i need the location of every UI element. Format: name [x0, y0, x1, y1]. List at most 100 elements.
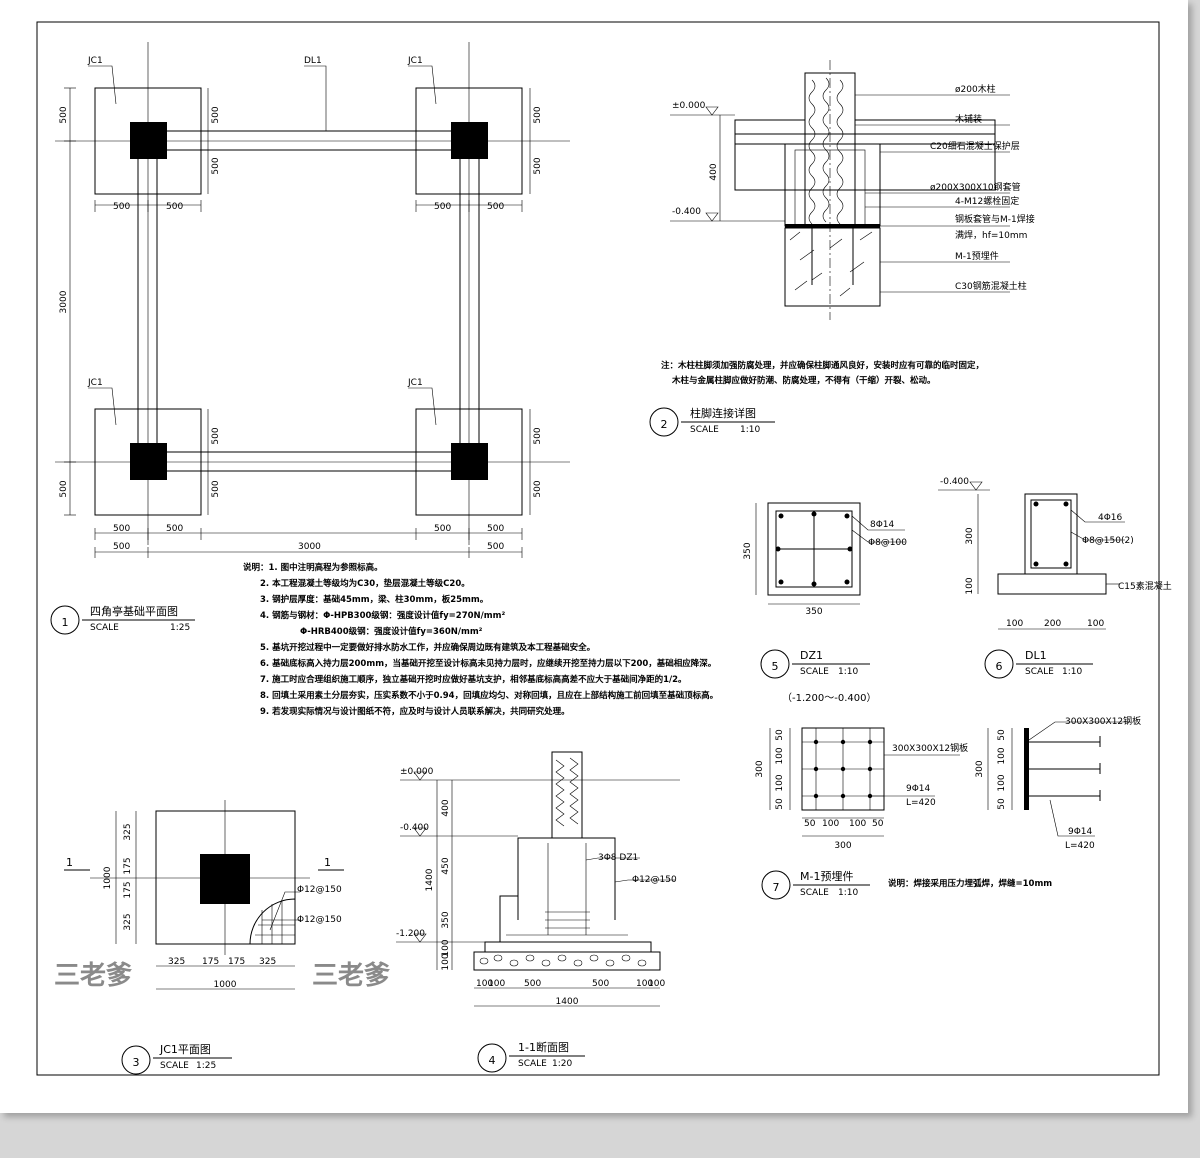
dim: 100: [476, 979, 493, 989]
section-1-1: ±0.000 -0.400 -1.200 1400 400 450 350 10…: [396, 751, 680, 1007]
scale-value: 1:20: [552, 1059, 572, 1069]
m1-embed: 300X300X12钢板 9Φ14 L=420 50 100 100 50 30…: [755, 715, 1141, 851]
drawing-frame: [36, 21, 1160, 1076]
dim: 100: [965, 577, 975, 594]
dim: 350: [441, 911, 451, 928]
dim-width: 350: [805, 607, 822, 617]
rebar-label: 9Φ14: [1068, 827, 1093, 837]
label-jc1-bl: JC1: [87, 378, 103, 388]
m1-note: 说明：焊接采用压力埋弧焊，焊缝=10mm: [888, 878, 1052, 889]
title-text: DL1: [1025, 649, 1047, 662]
dim-500: 500: [487, 524, 504, 534]
dim: 100: [488, 979, 505, 989]
title-text: 四角亭基础平面图: [90, 604, 178, 618]
dim: 500: [524, 979, 541, 989]
dim-total: 300: [755, 760, 765, 777]
dim-500: 500: [113, 542, 130, 552]
callout: 满焊，hf=10mm: [955, 229, 1027, 241]
dim: 100: [997, 774, 1007, 791]
note-line: 5. 基坑开挖过程中一定要做好排水防水工作，并应确保周边既有建筑及本工程基础安全…: [260, 642, 595, 653]
scale-value: 1:25: [170, 623, 190, 633]
dim-500: 500: [434, 524, 451, 534]
note-line: 6. 基础底标高入持力层200mm，当基础开挖至设计标高未见持力层时，应继续开挖…: [260, 658, 716, 669]
scale-label: SCALE: [1025, 667, 1054, 677]
dl1-section: -0.400 4Φ16 Φ8@150(2) C15素混凝土 300 100 10…: [938, 477, 1172, 630]
dim: 100: [441, 939, 451, 956]
callout: C20细石混凝土保护层: [930, 140, 1020, 152]
dim: 100: [636, 979, 653, 989]
note-line: 9. 若发现实际情况与设计图纸不符，应及时与设计人员联系解决，共同研究处理。: [260, 706, 570, 717]
scale-label: SCALE: [690, 425, 719, 435]
dim-500: 500: [487, 542, 504, 552]
dim: 100: [1006, 619, 1023, 629]
dim: 500: [592, 979, 609, 989]
section-mark: 1: [324, 856, 331, 869]
dim-500: 500: [166, 202, 183, 212]
title-block-2: 2 柱脚连接详图 SCALE 1:10: [649, 406, 775, 437]
rebar-b: Φ12@150: [297, 915, 342, 925]
label-jc1-br: JC1: [407, 378, 423, 388]
title-text: DZ1: [800, 649, 823, 662]
title-text: 1-1断面图: [518, 1040, 569, 1054]
dim: 50: [775, 729, 785, 741]
cushion: C15素混凝土: [1118, 580, 1172, 592]
detail-note: 注：木柱柱脚须加强防腐处理，并应确保柱脚通风良好，安装时应有可靠的临时固定，: [661, 360, 984, 371]
elev-400: -0.400: [400, 823, 429, 833]
dim-total: 300: [975, 760, 985, 777]
dim-total: 1400: [556, 997, 579, 1007]
dim: 100: [849, 819, 866, 829]
dim: 325: [168, 957, 185, 967]
title-text: M-1预埋件: [800, 870, 853, 883]
label-dl1: DL1: [304, 56, 322, 66]
title-block-7: 7 M-1预埋件 SCALE 1:10 说明：焊接采用压力埋弧焊，焊缝=10mm: [761, 870, 1052, 900]
dim: 325: [259, 957, 276, 967]
dim-total: 1000: [214, 980, 237, 990]
dim-500: 500: [59, 480, 69, 497]
elevation-range: （-1.200～-0.400）: [782, 692, 876, 704]
length-label: L=420: [906, 798, 936, 808]
dim: 175: [202, 957, 219, 967]
dim: 50: [997, 729, 1007, 741]
dim: 100: [997, 747, 1007, 764]
scale-value: 1:10: [838, 888, 858, 898]
rebar-main: 4Φ16: [1098, 513, 1123, 523]
dim: 50: [804, 819, 816, 829]
dim-500: 500: [166, 524, 183, 534]
dim: 50: [997, 798, 1007, 810]
callout: 木铺装: [955, 113, 982, 125]
dim: 175: [228, 957, 245, 967]
dim-400: 400: [709, 163, 719, 180]
scale-label: SCALE: [90, 623, 119, 633]
dim-500: 500: [113, 524, 130, 534]
title-block-5: 5 DZ1 SCALE 1:10 （-1.200～-0.400）: [760, 649, 876, 704]
scale-label: SCALE: [800, 667, 829, 677]
title-number: 3: [133, 1056, 140, 1069]
dim: 200: [1044, 619, 1061, 629]
watermark: 三老爹: [54, 961, 132, 991]
dim-3000: 3000: [298, 542, 321, 552]
scale-value: 1:25: [196, 1061, 216, 1071]
dim: 450: [441, 857, 451, 874]
dim-500: 500: [211, 427, 221, 444]
section-mark: 1: [66, 856, 73, 869]
plate-label: 300X300X12钢板: [1065, 715, 1141, 727]
scale-value: 1:10: [740, 425, 760, 435]
dim-500: 500: [533, 106, 543, 123]
scale-value: 1:10: [1062, 667, 1082, 677]
rebar-tie: Φ8@100: [868, 538, 907, 548]
rebar-label: Φ12@150: [632, 875, 677, 885]
dim: 100: [775, 747, 785, 764]
dim: 1400: [425, 868, 435, 891]
title-block-3: 3 JC1平面图 SCALE 1:25: [121, 1043, 232, 1075]
title-number: 2: [661, 418, 668, 431]
dim: 100: [775, 774, 785, 791]
general-notes: 说明：1. 图中注明高程为参照标高。 2. 本工程混凝土等级均为C30，垫层混凝…: [243, 562, 718, 717]
elev: -0.400: [940, 477, 969, 487]
dim: 100: [822, 819, 839, 829]
dim-500: 500: [533, 480, 543, 497]
dim-500: 500: [113, 202, 130, 212]
dim: 50: [872, 819, 884, 829]
detail-note: 木柱与金属柱脚应做好防潮、防腐处理，不得有（干缩）开裂、松动。: [671, 375, 936, 386]
note-line: 2. 本工程混凝土等级均为C30，垫层混凝土等级C20。: [260, 578, 470, 589]
note-line: 7. 施工时应合理组织施工顺序，独立基础开挖时应做好基坑支护，相邻基底标高高差不…: [260, 674, 687, 685]
